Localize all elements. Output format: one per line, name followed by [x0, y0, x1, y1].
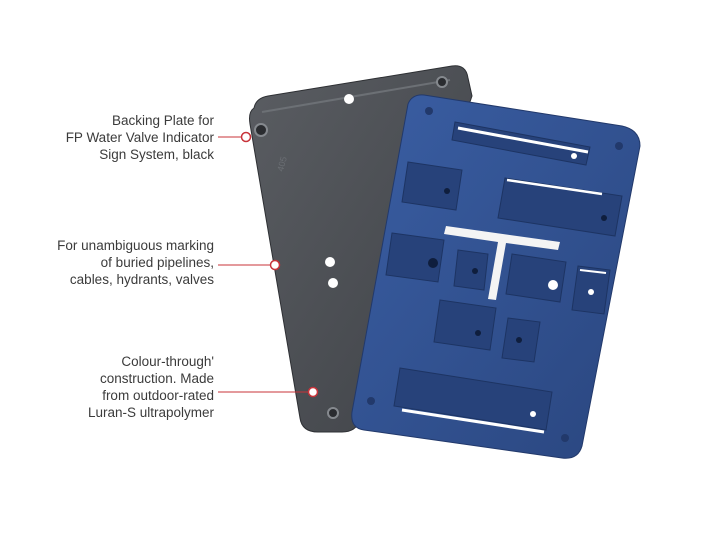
callout-line: Luran-S ultrapolymer — [87, 405, 214, 420]
leader-lines — [218, 136, 310, 393]
callout-line: Colour-through' — [121, 354, 214, 369]
callout-line: Sign System, black — [99, 147, 214, 162]
callout-construction: Colour-through' construction. Made from … — [88, 353, 214, 421]
callout-backing-plate: Backing Plate for FP Water Valve Indicat… — [66, 112, 214, 163]
blue-sign-plate-image — [351, 94, 641, 459]
callout-line: construction. Made — [99, 371, 214, 386]
callout-line: FP Water Valve Indicator — [65, 130, 214, 145]
callout-line: Backing Plate for — [111, 113, 214, 128]
callout-marking: For unambiguous marking of buried pipeli… — [57, 237, 214, 288]
callout-marker-icon — [240, 131, 319, 398]
svg-text:405: 405 — [275, 155, 289, 172]
callout-line: from outdoor-rated — [102, 388, 214, 403]
callout-line: cables, hydrants, valves — [69, 272, 214, 287]
callout-line: For unambiguous marking — [57, 238, 214, 253]
callout-line: of buried pipelines, — [100, 255, 214, 270]
